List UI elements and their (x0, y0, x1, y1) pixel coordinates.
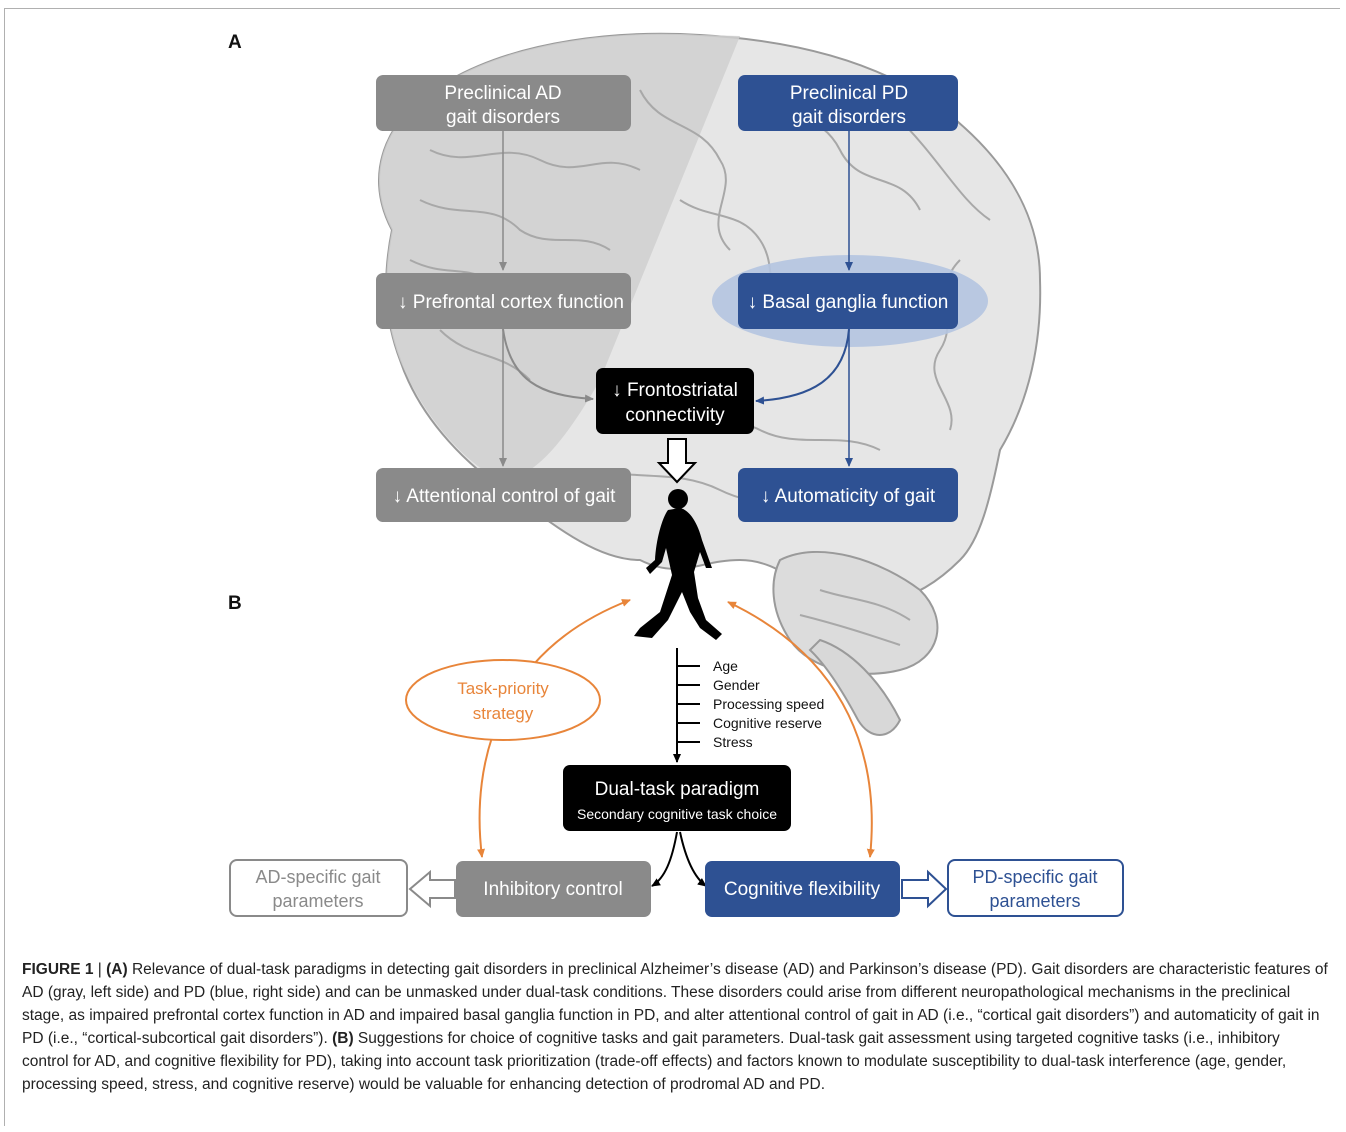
figure-caption: FIGURE 1 | (A) Relevance of dual-task pa… (22, 958, 1328, 1096)
preclinical-pd-box: Preclinical PD gait disorders (738, 75, 958, 131)
caption-a-text: Relevance of dual-task paradigms in dete… (22, 961, 1328, 1047)
caption-b-text: Suggestions for choice of cognitive task… (22, 1030, 1287, 1093)
svg-text:↓ Prefrontal cortex function: ↓ Prefrontal cortex function (398, 292, 624, 313)
factor-cognitive-reserve: Cognitive reserve (713, 715, 822, 731)
hollow-left-arrow (408, 869, 456, 909)
factor-age: Age (713, 658, 738, 674)
factor-stress: Stress (713, 734, 753, 750)
figure-diagram: A B Preclinical AD gait disorders ↓ Pref… (228, 32, 1124, 917)
svg-text:gait disorders: gait disorders (446, 107, 560, 128)
svg-text:parameters: parameters (989, 891, 1080, 911)
svg-text:↓ Attentional control of gait: ↓ Attentional control of gait (393, 486, 617, 507)
caption-b-label: (B) (332, 1030, 354, 1047)
ad-specific-box: AD-specific gait parameters (229, 859, 408, 917)
panel-label-b: B (228, 593, 242, 614)
prefrontal-cortex-box: ↓ Prefrontal cortex function (376, 273, 631, 329)
hollow-down-arrow (656, 438, 698, 484)
panel-label-a: A (228, 32, 242, 53)
task-priority-oval: Task-priority strategy (405, 659, 601, 741)
caption-separator: | (93, 961, 107, 978)
svg-text:gait disorders: gait disorders (792, 107, 906, 128)
brain-illustration (378, 32, 1042, 736)
inhibitory-control-box: Inhibitory control (456, 861, 651, 917)
walking-person-icon (634, 489, 722, 640)
svg-text:Preclinical PD: Preclinical PD (790, 83, 908, 104)
svg-text:Dual-task paradigm: Dual-task paradigm (595, 779, 760, 800)
svg-text:strategy: strategy (473, 704, 534, 723)
caption-a-label: (A) (106, 961, 128, 978)
svg-text:Cognitive flexibility: Cognitive flexibility (724, 879, 881, 900)
factor-processing-speed: Processing speed (713, 696, 824, 712)
svg-text:PD-specific gait: PD-specific gait (972, 867, 1097, 887)
svg-text:Inhibitory control: Inhibitory control (483, 879, 622, 900)
svg-text:↓ Frontostriatal: ↓ Frontostriatal (612, 380, 738, 401)
attentional-control-box: ↓ Attentional control of gait (376, 468, 631, 522)
preclinical-ad-box: Preclinical AD gait disorders (376, 75, 631, 131)
svg-text:Preclinical AD: Preclinical AD (444, 83, 561, 104)
factor-gender: Gender (713, 677, 760, 693)
automaticity-box: ↓ Automaticity of gait (738, 468, 958, 522)
svg-text:↓ Basal ganglia function: ↓ Basal ganglia function (748, 292, 949, 313)
svg-text:↓ Automaticity of gait: ↓ Automaticity of gait (761, 486, 936, 507)
svg-text:connectivity: connectivity (625, 405, 725, 426)
svg-text:Task-priority: Task-priority (457, 679, 549, 698)
frontostriatal-box: ↓ Frontostriatal connectivity (596, 368, 754, 434)
brain-frontal-shading (378, 33, 740, 480)
caption-figure-label: FIGURE 1 (22, 961, 94, 978)
modulating-factors: Age Gender Processing speed Cognitive re… (713, 658, 824, 750)
figure-frame (4, 8, 1340, 1126)
basal-ganglia-box: ↓ Basal ganglia function (738, 273, 958, 329)
svg-text:Secondary cognitive task choic: Secondary cognitive task choice (577, 806, 777, 822)
svg-text:parameters: parameters (272, 891, 363, 911)
dual-task-box: Dual-task paradigm Secondary cognitive t… (563, 765, 791, 831)
svg-text:AD-specific gait: AD-specific gait (255, 867, 380, 887)
hollow-right-arrow (901, 869, 948, 909)
cognitive-flexibility-box: Cognitive flexibility (705, 861, 900, 917)
pd-specific-box: PD-specific gait parameters (947, 859, 1124, 917)
